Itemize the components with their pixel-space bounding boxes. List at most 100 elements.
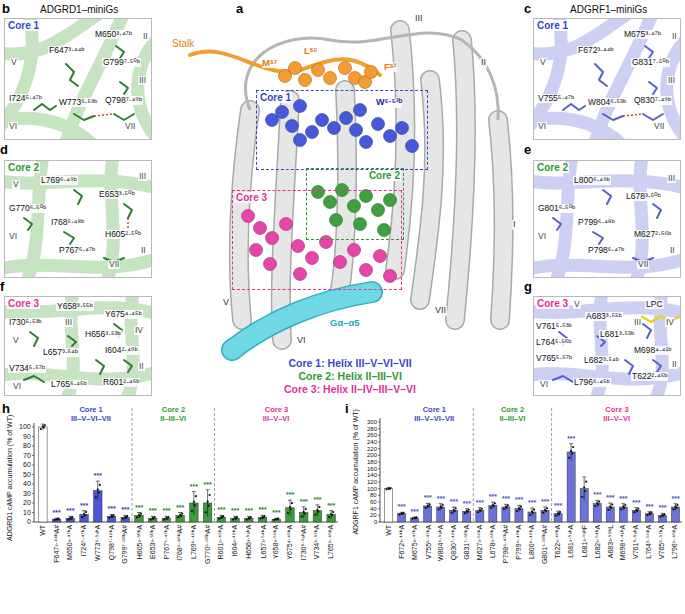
data-point — [659, 516, 661, 518]
error-cap — [82, 510, 86, 511]
panel-letter: c — [524, 2, 531, 16]
data-point — [454, 510, 456, 512]
helix-number: IV — [134, 326, 144, 335]
data-point — [572, 446, 574, 448]
significance-mark: *** — [53, 509, 61, 517]
data-point — [165, 517, 167, 519]
data-point — [442, 504, 444, 506]
tick-mark — [32, 493, 34, 494]
data-point — [636, 510, 638, 512]
data-point — [139, 515, 141, 517]
tick-label: 280 — [367, 426, 377, 432]
residue-label: G799⁷·⁵⁰ᵇ — [102, 58, 141, 67]
tick-mark — [378, 482, 380, 483]
tick-mark — [32, 503, 34, 504]
residue-stick — [68, 336, 76, 346]
atom-sphere — [266, 232, 279, 245]
data-point — [259, 517, 261, 519]
data-point — [98, 491, 100, 493]
atom-sphere — [250, 244, 263, 257]
residue-label: I768⁶·⁴⁸ᵇ — [50, 218, 85, 227]
residue-label: I724⁵·⁴⁷ᵇ — [8, 94, 43, 103]
helix-number: IV — [665, 318, 675, 327]
panel-title: ADGRF1–miniGs — [570, 4, 647, 15]
data-point — [55, 518, 57, 520]
data-point — [529, 514, 531, 516]
data-point — [676, 504, 678, 506]
atom-sphere — [280, 218, 293, 231]
tick-label: 100 — [19, 423, 31, 431]
error-cap — [439, 503, 443, 504]
data-point — [276, 518, 278, 520]
helix-number: VI — [296, 336, 307, 346]
data-point — [150, 518, 152, 520]
section-label: Core 3 — [265, 406, 288, 414]
tick-label: 40 — [23, 480, 31, 488]
tick-label: 90 — [23, 433, 31, 441]
data-point — [125, 517, 127, 519]
core-region-box: Core 2 — [306, 168, 404, 240]
atom-sphere — [334, 256, 347, 269]
residue-label: W773⁶·⁵³ᵇ — [58, 98, 98, 107]
atom-sphere — [360, 190, 373, 203]
residue-stick — [553, 376, 573, 382]
data-point — [546, 507, 548, 509]
data-point — [332, 511, 334, 513]
data-point — [385, 488, 387, 490]
tick-mark — [32, 512, 34, 513]
x-tick-label: L796⁶·⁴⁵ᵇA — [672, 525, 680, 559]
panel-letter: e — [524, 143, 531, 157]
data-point — [305, 508, 307, 510]
residue-label: G831⁷·⁵⁰ᵇ — [631, 58, 670, 67]
helix-number: II — [142, 32, 149, 41]
significance-mark: *** — [286, 491, 294, 499]
data-point — [40, 428, 42, 430]
error-bar — [97, 481, 98, 500]
data-point — [414, 517, 416, 519]
residue-label: V765⁵·⁵⁷ᵇ — [535, 354, 573, 363]
x-tick-label: Q798⁷·⁴⁹ᵇA — [108, 525, 116, 560]
residue-label: P798⁶·⁴⁷ᵇ — [587, 246, 625, 255]
x-tick-label: R601²·⁴⁶ᵇA — [217, 525, 225, 560]
data-point — [152, 517, 154, 519]
bar — [135, 515, 144, 522]
lipid-label: LPC — [645, 300, 664, 309]
data-point — [273, 519, 275, 521]
significance-mark: *** — [245, 507, 253, 515]
atom-sphere — [316, 114, 329, 127]
data-point — [646, 514, 648, 516]
tick-label: 260 — [367, 432, 377, 438]
residue-label: H656³·⁵³ᵇ — [84, 330, 122, 339]
significance-mark: *** — [149, 507, 157, 515]
data-point — [633, 511, 635, 513]
loop — [462, 40, 498, 120]
residue-stick — [553, 218, 561, 230]
helix-number: VII — [434, 306, 447, 316]
helix-tube — [498, 120, 504, 320]
helix-number: I — [512, 220, 517, 230]
data-point — [674, 506, 676, 508]
significance-mark: *** — [489, 493, 497, 501]
tick-label: 10 — [23, 509, 31, 517]
residue-label: Q830⁷·⁴⁹ᵇ — [633, 96, 672, 105]
error-bar — [207, 490, 208, 517]
residue-label: L765⁶·⁴⁵ᵇ — [50, 380, 88, 389]
data-point — [503, 508, 505, 510]
tick-mark — [378, 435, 380, 436]
data-point — [596, 502, 598, 504]
residue-label: Q798⁷·⁴⁹ᵇ — [104, 96, 143, 105]
error-cap — [621, 503, 625, 504]
data-point — [163, 518, 165, 520]
data-point — [153, 517, 155, 519]
helix-ribbon — [4, 18, 32, 134]
x-tick-label: M650³·⁴⁷ᵇA — [67, 525, 75, 560]
stalk-spheres — [279, 62, 378, 89]
significance-mark: *** — [162, 507, 170, 515]
residue-label: Y658³·⁵⁵ᵇ — [56, 302, 94, 311]
atom-sphere — [299, 74, 312, 87]
residue-label: L769⁶·⁴⁹ᵇ — [40, 176, 78, 185]
atom-sphere — [294, 100, 307, 113]
helix-ribbon — [4, 180, 152, 190]
residue-label: I604²·⁴⁹ᵇ — [104, 346, 139, 355]
panel-letter: g — [524, 280, 532, 294]
